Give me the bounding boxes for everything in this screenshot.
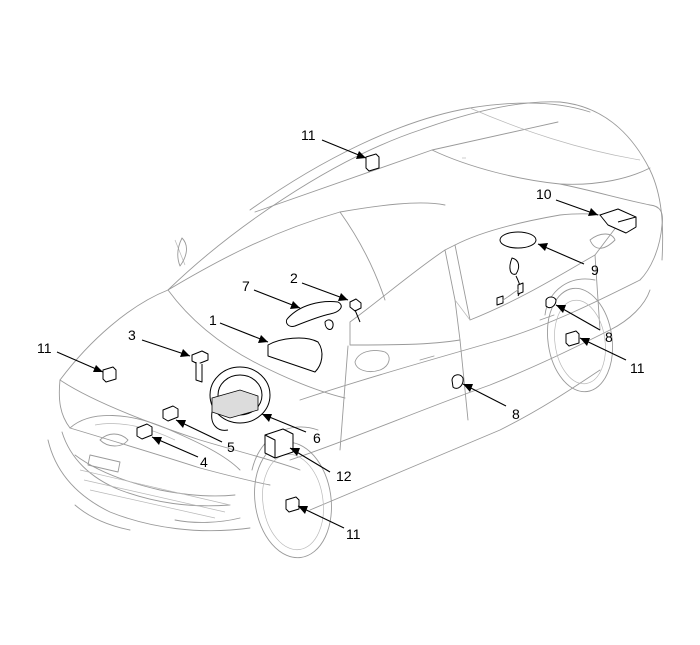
callout-labels: 11 10 2 7 9 1 3 11 8 11 6 5 4 8 12 11 <box>37 127 645 542</box>
callout-11-roof: 11 <box>301 127 316 143</box>
arrow-heads <box>93 151 598 514</box>
callout-8-rear: 8 <box>605 329 613 345</box>
sensor-11-front-left <box>102 366 117 383</box>
callout-3: 3 <box>128 327 136 343</box>
sensor-roof-11 <box>365 153 380 172</box>
buckle-pretensioner-2 <box>349 298 362 323</box>
callout-2: 2 <box>290 270 298 286</box>
callout-1: 1 <box>209 312 217 328</box>
side-sensor-8-door <box>451 374 464 389</box>
callout-9: 9 <box>591 262 599 278</box>
callout-5: 5 <box>227 439 235 455</box>
connector-4 <box>136 423 153 440</box>
callout-11-front-wheel: 11 <box>346 526 361 542</box>
callout-10: 10 <box>536 186 552 202</box>
rear-module-10 <box>599 208 637 234</box>
sensor-11-rear-wheel <box>565 330 580 347</box>
car-body-outline <box>47 101 664 559</box>
callout-11-rear: 11 <box>630 360 645 376</box>
acu-module-12 <box>264 428 294 459</box>
knee-airbag-7 <box>285 301 342 330</box>
curtain-airbag-9 <box>496 231 537 306</box>
steering-airbag-6 <box>209 366 271 431</box>
callout-12: 12 <box>336 468 352 484</box>
callout-8-door: 8 <box>512 406 520 422</box>
passenger-airbag-1 <box>267 337 323 373</box>
callout-7: 7 <box>242 278 250 294</box>
callout-11-front-left: 11 <box>37 340 52 356</box>
connector-5 <box>162 405 179 422</box>
side-sensor-8-rear <box>545 296 557 309</box>
seat-belt-pretensioner-3 <box>191 350 209 383</box>
sensor-11-front-wheel <box>285 496 300 513</box>
callout-4: 4 <box>200 454 208 470</box>
callout-6: 6 <box>313 430 321 446</box>
